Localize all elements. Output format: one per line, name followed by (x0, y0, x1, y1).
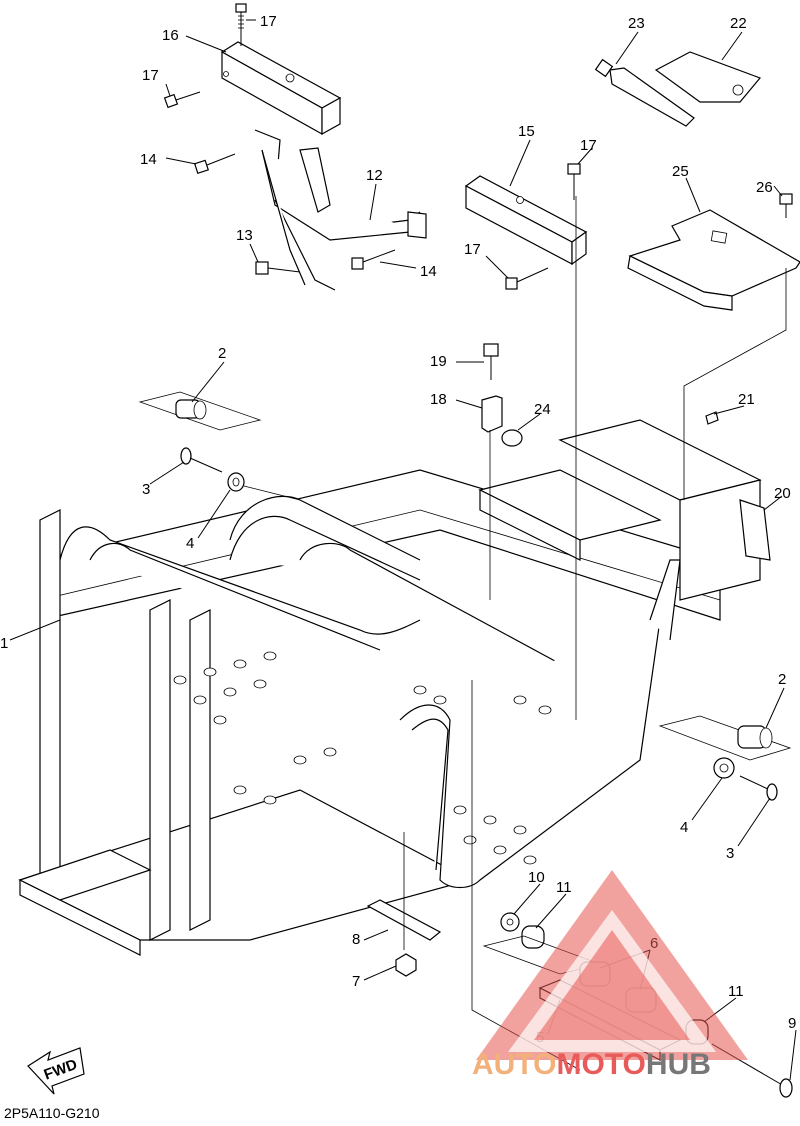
callout-20: 20 (774, 485, 791, 502)
frame-1 (18, 419, 762, 956)
callout-21: 21 (738, 391, 755, 408)
bolt-26 (779, 193, 793, 218)
bolt-14-left (193, 153, 236, 175)
bolt-17-mid (567, 163, 581, 200)
bolt-17-left (163, 91, 201, 109)
bolt-3-left (180, 447, 223, 473)
collar-4-right (713, 757, 735, 779)
callout-2-left: 2 (218, 345, 226, 362)
cap-24 (501, 429, 523, 447)
callout-7: 7 (352, 973, 360, 990)
callout-4-left: 4 (186, 535, 194, 552)
callout-22: 22 (730, 15, 747, 32)
bolt-19 (483, 343, 499, 380)
callout-17-lowmid: 17 (464, 241, 481, 258)
callout-3-left: 3 (142, 481, 150, 498)
callout-12: 12 (366, 167, 383, 184)
callout-1: 1 (0, 635, 8, 652)
watermark-auto: AUTO (472, 1048, 556, 1081)
callout-3-right: 3 (726, 845, 734, 862)
callout-17-left: 17 (142, 67, 159, 84)
callout-11-top: 11 (556, 879, 572, 896)
callout-15: 15 (518, 123, 535, 140)
bolt-17-top (235, 3, 247, 46)
callout-23: 23 (628, 15, 645, 32)
upper-bracket-16 (220, 41, 342, 136)
bracket-18 (481, 395, 503, 433)
pin-23 (594, 58, 695, 127)
upper-bracket-15 (464, 175, 588, 266)
callout-8: 8 (352, 931, 360, 948)
callout-18: 18 (430, 391, 447, 408)
bolt-17-lowmid (505, 267, 549, 290)
grommet-2-right (658, 715, 792, 761)
callout-17-mid: 17 (580, 137, 597, 154)
callout-9: 9 (788, 1015, 796, 1032)
callout-14-left: 14 (140, 151, 157, 168)
grommet-2-left (138, 391, 262, 431)
watermark-moto: MOTO (556, 1048, 645, 1081)
callout-25: 25 (672, 163, 689, 180)
callout-17-top: 17 (260, 13, 277, 30)
callout-19: 19 (430, 353, 447, 370)
callout-2-right: 2 (778, 671, 786, 688)
cover-22 (654, 51, 762, 103)
callout-4-right: 4 (680, 819, 688, 836)
callout-13: 13 (236, 227, 253, 244)
panel-20 (739, 499, 771, 561)
mount-bracket-12 (254, 129, 427, 291)
callout-14-right: 14 (420, 263, 437, 280)
washer-10 (500, 912, 520, 932)
bolt-13 (255, 261, 301, 275)
bolt-3-right (739, 775, 778, 801)
diagram-code: 2P5A110-G210 (4, 1105, 100, 1121)
callout-26: 26 (756, 179, 773, 196)
watermark-logo: AUTOMOTOHUB (472, 870, 748, 1081)
watermark-hub: HUB (646, 1048, 711, 1081)
collar-4-left (227, 472, 245, 492)
callout-11-bottom: 11 (728, 983, 744, 1000)
callout-10: 10 (528, 869, 545, 886)
bolt-14-right (351, 249, 396, 270)
fwd-arrow-icon: FWD (27, 1047, 85, 1095)
nut-7 (395, 953, 417, 977)
cushion-11-top (521, 925, 545, 949)
plate-25 (627, 209, 800, 311)
callout-16: 16 (162, 27, 179, 44)
callout-24: 24 (534, 401, 551, 418)
plate-21 (705, 411, 719, 425)
watermark-text: AUTOMOTOHUB (472, 1048, 711, 1081)
